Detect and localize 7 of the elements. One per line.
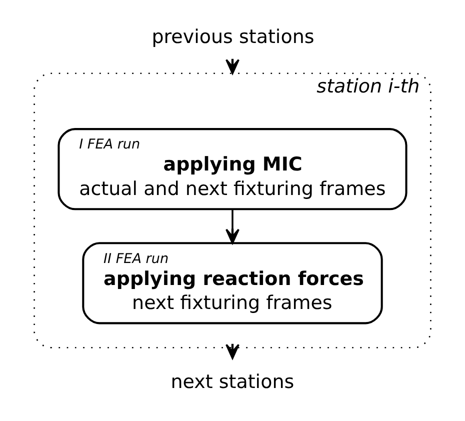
node-text: next stations [170,370,294,393]
node-box: II FEA run applying reaction forces next fixturing frames [82,242,383,324]
arrow [226,344,240,360]
node-text: previous stations [152,26,314,48]
arrow [226,209,240,244]
node-box: I FEA run applying MIC actual and next fixturing frames [58,128,408,210]
arrow [226,58,240,74]
